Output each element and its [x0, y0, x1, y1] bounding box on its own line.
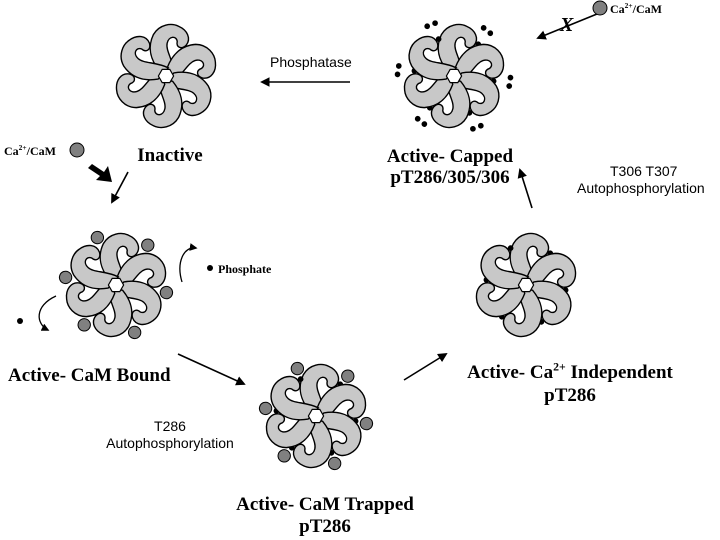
cam-molecule: [277, 449, 291, 463]
phosphate-dot: [507, 74, 514, 81]
cam-legend-right: [592, 0, 608, 16]
arrow-t306-t307: [517, 168, 533, 209]
label-active-capped-sites: pT286/305/306: [390, 167, 510, 188]
phosphate-dot: [470, 125, 476, 132]
curved-arrow-left: [38, 295, 57, 331]
arrow-ca-independent: [403, 352, 448, 381]
kinase-subunit: [149, 23, 190, 75]
phosphate-dot: [477, 122, 484, 129]
curved-arrow-right: [179, 243, 198, 283]
kinase-subunit: [299, 363, 355, 415]
phosphate-dot: [421, 121, 428, 127]
arrow-blocked-cam: [536, 13, 598, 40]
cam-molecule: [258, 401, 273, 416]
label-phosphate: Phosphate: [218, 262, 272, 276]
cam-molecule: [77, 318, 91, 332]
hub: [517, 277, 535, 293]
arrow-cam-entry: [88, 164, 112, 182]
cam-molecule: [141, 238, 155, 252]
cam-molecule: [127, 325, 142, 340]
phosphate-dot: [424, 23, 431, 30]
label-t306-t307: T306 T307: [610, 163, 678, 179]
phosphate-dot: [394, 71, 401, 78]
phosphate-dot: [507, 245, 514, 251]
blocked-x-mark: X: [560, 14, 574, 36]
label-active-cam-trapped: Active- CaM Trapped: [236, 494, 414, 515]
hub: [157, 68, 175, 84]
label-t306-t307-autophos: Autophosphorylation: [577, 180, 705, 196]
holoenzyme-active-capped: [394, 20, 514, 132]
holoenzyme-active-cam-bound: [58, 230, 174, 340]
phosphate-free-dot: [17, 318, 23, 324]
phosphate-dot: [395, 63, 402, 69]
label-active-ca-independent: Active- Ca2+ Independent: [467, 360, 673, 383]
cam-molecule: [290, 361, 305, 376]
cam-molecule: [90, 230, 105, 245]
cam-molecule: [159, 285, 174, 300]
holoenzyme-active-cam-trapped: [258, 361, 374, 471]
phosphate-dot: [480, 25, 487, 31]
phosphate-dot: [487, 30, 494, 37]
kinase-subunit: [112, 280, 162, 340]
label-inactive: Inactive: [137, 145, 203, 166]
label-cacam-right: Ca2+/CaM: [610, 1, 662, 16]
label-active-ca-independent-site: pT286: [544, 385, 596, 406]
label-t286: T286: [154, 418, 186, 434]
kinase-subunit: [437, 23, 494, 75]
label-cacam-left: Ca2+/CaM: [4, 143, 56, 158]
kinase-subunit: [270, 361, 320, 421]
kinase-subunit: [142, 77, 183, 129]
hub: [107, 277, 125, 293]
label-active-cam-bound: Active- CaM Bound: [8, 365, 171, 386]
kinase-subunit: [77, 286, 133, 338]
phosphate-dot: [506, 83, 513, 89]
kinase-subunit: [70, 230, 120, 290]
arrow-t286: [177, 353, 246, 386]
phosphate-dot: [414, 115, 421, 122]
kinase-subunit: [312, 411, 362, 471]
holoenzyme-inactive: [115, 23, 217, 129]
hub: [445, 68, 463, 84]
cam-molecule: [359, 416, 374, 431]
holoenzyme-active-ca-independent: [475, 232, 577, 338]
arrow-cam-binding: [111, 171, 129, 204]
kinase-subunit: [480, 244, 530, 290]
hub: [307, 408, 325, 424]
phosphate-dot: [435, 36, 442, 42]
cam-molecule: [58, 270, 73, 285]
label-t286-autophos: Autophosphorylation: [106, 435, 234, 451]
label-active-cam-trapped-site: pT286: [299, 516, 351, 537]
kinase-subunit: [162, 71, 212, 117]
kinase-subunit: [99, 232, 155, 284]
label-active-capped: Active- Capped: [386, 146, 514, 167]
phosphate-legend-dot: [207, 265, 213, 271]
cam-molecule: [341, 369, 355, 383]
kinase-subunit: [120, 35, 170, 81]
kinase-subunit: [408, 20, 458, 81]
cam-molecule: [327, 456, 342, 471]
phosphate-dot: [297, 376, 304, 382]
phosphate-dot: [432, 20, 438, 27]
label-phosphatase: Phosphatase: [270, 54, 352, 70]
cam-legend-left: [69, 142, 85, 158]
